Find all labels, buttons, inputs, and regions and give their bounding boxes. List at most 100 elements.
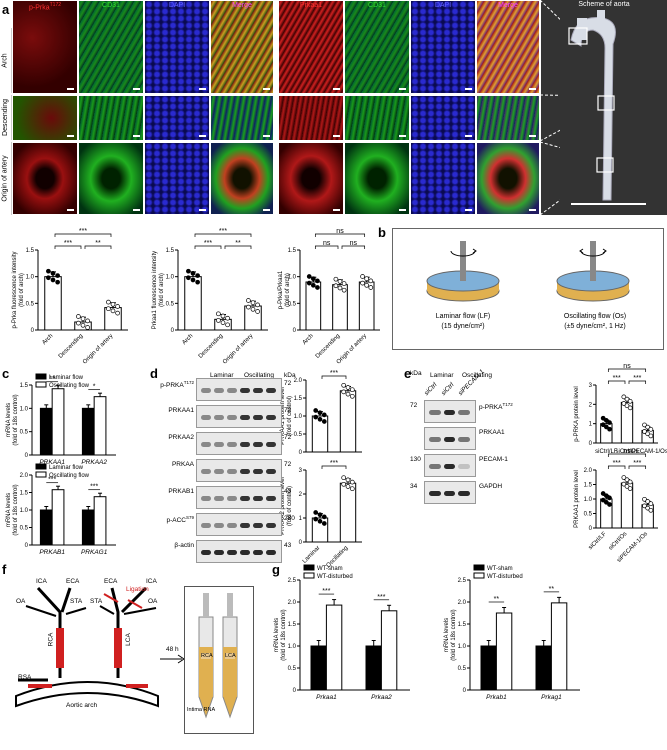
- y-tick-label-d1: 1.0: [294, 414, 303, 420]
- sig-bracket-a2: [194, 233, 252, 237]
- y-tick-label-g2: 0: [463, 688, 467, 694]
- data-point-e1: [642, 422, 647, 428]
- data-point-a2: [246, 304, 251, 310]
- data-point-a1: [76, 314, 81, 319]
- label-rsa: RSA: [18, 674, 32, 681]
- y-tick-label-g2: 0.5: [458, 666, 467, 672]
- sig-label-e1: ns: [623, 363, 631, 370]
- y-axis-label-g2: mRNA levels: [444, 618, 450, 652]
- y-axis-label2-d2: (fold of control): [287, 486, 293, 526]
- bar-c2: [93, 496, 107, 546]
- sig-bracket-a1: [54, 233, 112, 237]
- blot-band: [214, 549, 224, 555]
- sig-label-a1: ***: [64, 240, 72, 247]
- data-point-a3: [341, 281, 347, 286]
- y-axis-label2-a1: (fold of arch): [19, 273, 25, 307]
- y-tick-label-d2: 2: [299, 492, 303, 498]
- blot-band: [227, 468, 237, 474]
- data-point-a2: [225, 315, 230, 321]
- label-sta-right: STA: [90, 598, 103, 605]
- data-point-d1: [313, 408, 319, 413]
- sig-bracket-a2: [194, 245, 222, 249]
- sig-bracket-a2: [224, 245, 252, 249]
- micrograph-dapi-desc: [144, 95, 210, 141]
- micrograph-merge-arch-2: Merge: [476, 0, 540, 94]
- data-point-d1: [341, 389, 347, 395]
- y-axis-label-g1: mRNA levels: [274, 618, 280, 652]
- sig-bracket-a3: [314, 233, 366, 237]
- blot-band: [443, 436, 456, 442]
- data-point-a1: [110, 308, 116, 314]
- data-point-a3: [310, 276, 316, 282]
- blot-label: PRKAA1: [479, 429, 505, 436]
- micrograph-dapi-arch: DAPI: [144, 0, 210, 94]
- blot-row-p-acc: [196, 513, 282, 536]
- bar-g2: [495, 612, 513, 691]
- sig-label-g2: **: [549, 586, 555, 593]
- data-point-d1: [349, 387, 355, 393]
- panel-a-micrographs: Arch Descending Origin of artery p-PrkaT…: [0, 0, 540, 215]
- x-tick-label-g1: Prkaa2: [371, 694, 392, 701]
- data-point-e1: [627, 398, 633, 404]
- blot-band: [253, 414, 263, 420]
- blot-band: [201, 441, 211, 447]
- bar-d1: [339, 390, 357, 453]
- sig-label-a3: ns: [336, 228, 344, 235]
- data-point-a2: [225, 322, 230, 328]
- micrograph-cd31-origin: [78, 142, 144, 215]
- sig-label-a1: **: [95, 240, 101, 247]
- blot-band: [214, 441, 224, 447]
- data-point-a3: [368, 285, 374, 290]
- blot-band: [240, 495, 250, 501]
- y-tick-label-c1: 0.5: [20, 430, 29, 436]
- y-tick-label-c1: 1.0: [20, 406, 29, 412]
- blot-band: [443, 490, 456, 496]
- y-tick-label-g1: 1.0: [288, 644, 297, 650]
- data-point-a3: [368, 278, 374, 284]
- data-point-a2: [255, 302, 260, 308]
- data-point-a1: [46, 275, 51, 281]
- blot-size-label: 130: [410, 456, 421, 463]
- y-axis-label-a2: Prkaa1 fluorescence intensity: [152, 251, 158, 329]
- blot-band: [214, 414, 224, 420]
- arrow-icon: [160, 654, 185, 664]
- x-tick-label-a2: Origin of artery: [222, 333, 254, 365]
- legend-label-g1: WT-disturbed: [317, 574, 353, 580]
- data-point-a3: [333, 283, 339, 289]
- data-point-a2: [220, 320, 226, 325]
- sig-bracket-e2: [607, 465, 626, 469]
- x-tick-label-c2: PRKAB1: [39, 549, 65, 556]
- ligation-scheme: ICA ECA OA STA RCA RSA ECA ICA Ligation …: [8, 568, 258, 738]
- blot-e-kda: kDa: [410, 370, 422, 377]
- label-rca: RCA: [47, 632, 55, 647]
- data-point-e2: [603, 493, 609, 499]
- data-point-a1: [80, 322, 86, 328]
- data-point-e1: [648, 426, 654, 432]
- blot-size-label: 34: [410, 483, 418, 490]
- blot-band: [201, 468, 211, 474]
- sig-bracket-a1: [54, 245, 82, 249]
- tube-lca: LCA: [225, 653, 236, 659]
- micrograph-cd31-arch-2: CD31: [344, 0, 410, 94]
- bar-a2: [184, 276, 202, 331]
- flow-devices: [426, 241, 630, 302]
- data-point-e1: [648, 433, 654, 439]
- data-point-a1: [106, 306, 111, 312]
- osc-flow-label: Oscillating flow (Os): [563, 313, 627, 320]
- y-tick-label-a3: 0.5: [288, 301, 297, 307]
- blot-band: [214, 522, 224, 528]
- data-point-e2: [607, 495, 612, 501]
- data-point-d2: [341, 481, 347, 487]
- legend-label-c2: Oscillating flow: [49, 473, 90, 479]
- data-point-d2: [317, 512, 323, 518]
- y-tick-label-c2: 2.0: [20, 473, 29, 479]
- y-tick-label-g2: 2.0: [458, 600, 467, 606]
- y-tick-label-a2: 0: [171, 328, 175, 334]
- blot-band: [201, 549, 211, 555]
- micrograph-prkaa1-origin: [278, 142, 344, 215]
- x-tick-label-e1: siPECAM-1/Os: [627, 449, 667, 455]
- row-label-origin: Origin of artery: [0, 142, 12, 215]
- y-tick-label-d2: 0: [299, 540, 303, 546]
- blot-label: PRKAA: [171, 461, 194, 468]
- data-point-e2: [600, 497, 606, 503]
